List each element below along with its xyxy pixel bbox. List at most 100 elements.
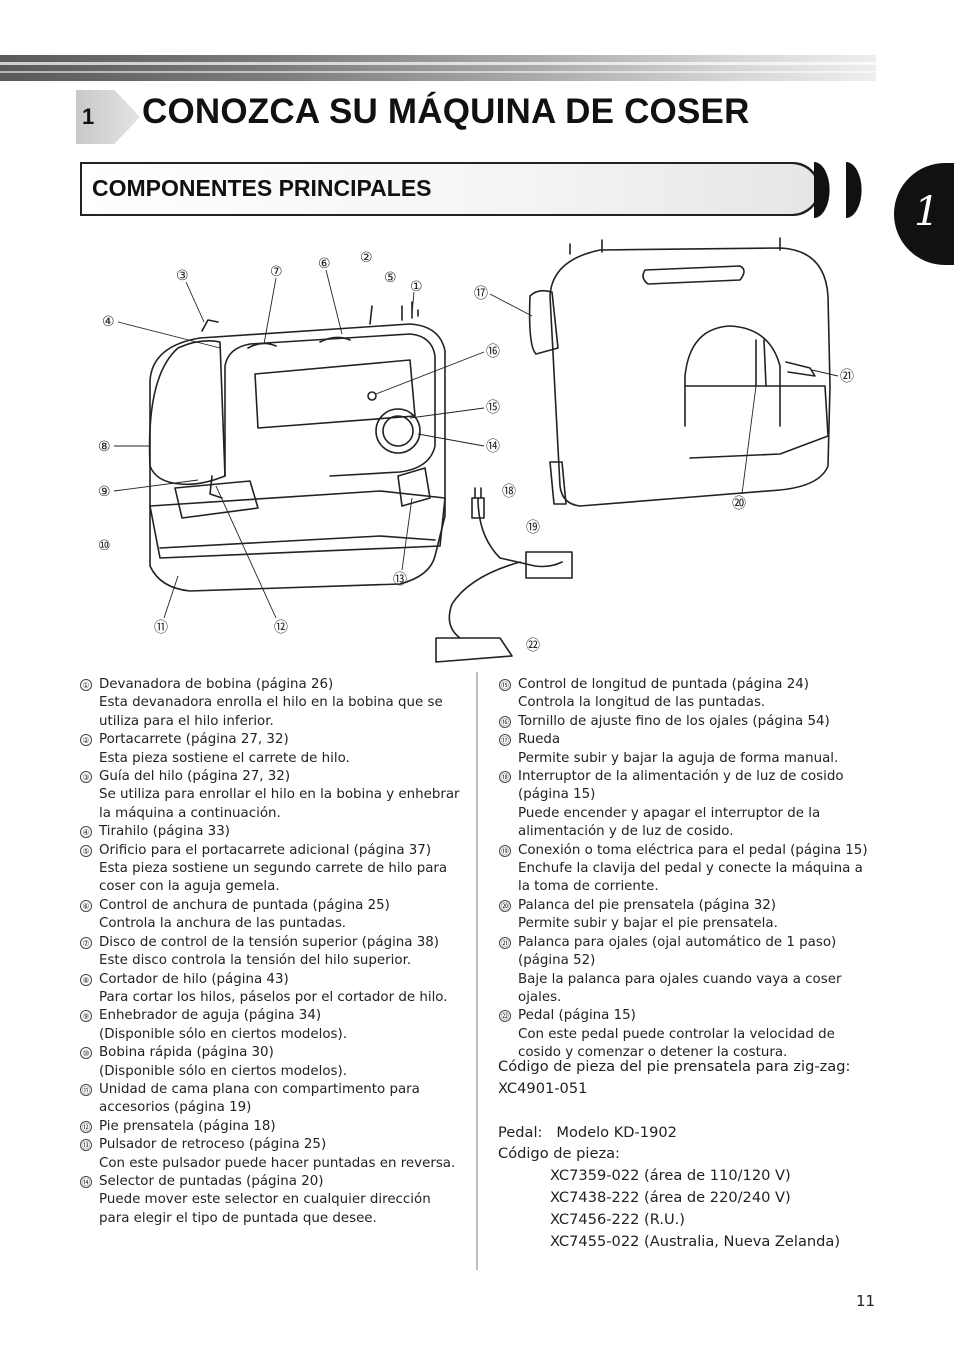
leader-11	[163, 575, 179, 619]
callout-2: ②	[360, 250, 373, 266]
item-number-icon: ⑫	[80, 1120, 92, 1133]
section-title: COMPONENTES PRINCIPALES	[92, 175, 432, 201]
front-machine-body-shape	[149, 323, 446, 592]
item-number-icon: ④	[80, 826, 92, 839]
rear-machine-arm-opening	[684, 325, 781, 427]
item-title: Control de longitud de puntada (página 2…	[518, 677, 810, 692]
item-number-icon: ㉒	[499, 1010, 511, 1023]
plug	[471, 487, 485, 519]
item-title: Unidad de cama plana con compartimento p…	[99, 1081, 420, 1116]
leader-6	[325, 269, 343, 335]
list-item: ⑬ Pulsador de retroceso (página 25) Con es…	[80, 1136, 465, 1173]
page-title: CONOZCA SU MÁQUINA DE COSER	[142, 92, 750, 131]
item-number-icon: ⑱	[499, 771, 511, 784]
callout-11: ⑪	[154, 620, 168, 636]
callout-17: ⑰	[474, 286, 488, 302]
item-number-icon: ⑬	[80, 1139, 92, 1152]
item-number-icon: ㉑	[499, 936, 511, 949]
list-item: ⑯ Tornillo de ajuste fino de los ojales (…	[499, 713, 877, 731]
list-item: ⑱ Interruptor de la alimentación y de luz…	[499, 768, 877, 842]
item-description: Puede mover este selector en cualquier d…	[99, 1192, 431, 1226]
leader-1	[411, 291, 415, 315]
item-number-icon: ⑯	[499, 715, 511, 728]
item-title: Interruptor de la alimentación y de luz …	[518, 769, 844, 803]
item-description: Esta pieza sostiene un segundo carrete d…	[99, 861, 448, 895]
item-description: Se utiliza para enrollar el hilo en la b…	[99, 787, 460, 821]
item-number-icon: ③	[80, 771, 92, 784]
item-description: Para cortar los hilos, páselos por el co…	[99, 989, 448, 1005]
item-number-icon: ①	[80, 679, 92, 691]
callout-9: ⑨	[98, 484, 111, 500]
callout-21: ㉑	[840, 369, 854, 385]
item-description: Esta devanadora enrolla el hilo en la bo…	[99, 695, 443, 729]
list-item: ② Portacarrete (página 27, 32) Esta pieza …	[80, 731, 465, 768]
leader-9	[113, 479, 199, 492]
item-title: Conexión o toma eléctrica para el pedal …	[518, 842, 868, 858]
section-header-cap	[814, 162, 830, 218]
item-title: Pulsador de retroceso (página 25)	[99, 1137, 327, 1153]
item-description: Este disco controla la tensión del hilo …	[99, 953, 412, 969]
item-number-icon: ⑲	[499, 844, 511, 857]
callout-4: ④	[102, 314, 115, 330]
front-dial-top-2	[319, 336, 351, 343]
item-title: Orificio para el portacarrete adicional …	[99, 842, 432, 858]
foot-code-value: XC4901-051	[498, 1079, 588, 1097]
rear-spool-pins	[569, 237, 781, 255]
item-title: Selector de puntadas (página 20)	[99, 1173, 324, 1189]
callout-20: ⑳	[732, 496, 746, 512]
item-description: Esta pieza sostiene el carrete de hilo.	[99, 750, 350, 766]
rear-handwheel	[528, 289, 559, 355]
foot-pedal	[435, 637, 513, 663]
rear-bed-shape	[684, 385, 829, 459]
item-title: Disco de control de la tensión superior …	[99, 934, 440, 950]
item-description: Con este pulsador puede hacer puntadas e…	[99, 1155, 456, 1171]
item-title: Tornillo de ajuste fino de los ojales (p…	[518, 713, 830, 729]
item-number-icon: ⑨	[80, 1010, 92, 1023]
front-head-shape	[148, 340, 226, 486]
rear-handle	[642, 265, 745, 285]
item-description: Permite subir y bajar la aguja de forma …	[518, 750, 839, 766]
item-description: (Disponible sólo en ciertos modelos).	[99, 1026, 348, 1042]
leader-4	[117, 321, 221, 349]
item-number-icon: ⑳	[499, 899, 511, 912]
front-bobbin-winder	[401, 301, 419, 321]
leader-14	[417, 433, 485, 447]
front-bed-shape	[149, 490, 446, 559]
rear-buttonhole-lever	[785, 361, 816, 377]
sewing-machine-diagram: ① ② ③ ④ ⑤ ⑥ ⑦ ⑧ ⑨ ⑩ ⑪ ⑫ ⑬ ⑭ ⑮ ⑯ ⑰ ⑱ ⑲ ⑳ …	[98, 237, 854, 663]
front-thread-guide	[201, 319, 219, 332]
leader-12	[215, 485, 277, 619]
pedal-code: XC7359-022 (área de 110/120 V)	[550, 1167, 791, 1185]
callout-15: ⑮	[486, 400, 500, 416]
part-codes-block: Código de pieza del pie prensatela para …	[498, 1056, 876, 1252]
header-gradient-bar	[0, 55, 876, 81]
front-stitch-selector-dial	[375, 408, 421, 454]
item-title: Guía del hilo (página 27, 32)	[99, 769, 291, 785]
page-number: 11	[856, 1292, 876, 1310]
item-title: Control de anchura de puntada (página 25…	[99, 897, 390, 913]
header-stripe	[0, 62, 876, 65]
front-reverse-lever	[397, 467, 431, 507]
item-number-icon: ②	[80, 734, 92, 747]
front-presser-foot	[209, 475, 223, 499]
section-header-cap	[846, 162, 862, 218]
item-title: Portacarrete (página 27, 32)	[99, 732, 289, 748]
item-description: Controla la longitud de las puntadas.	[518, 695, 766, 711]
item-title: Palanca para ojales (ojal automático de …	[518, 934, 837, 969]
connector	[525, 551, 573, 579]
leader-17	[489, 293, 533, 317]
callout-12: ⑫	[274, 620, 288, 636]
item-number-icon: ⑧	[80, 973, 92, 986]
item-description: Puede encender y apagar el interruptor d…	[518, 805, 821, 840]
callout-8: ⑧	[98, 439, 111, 455]
callout-3: ③	[176, 268, 189, 284]
